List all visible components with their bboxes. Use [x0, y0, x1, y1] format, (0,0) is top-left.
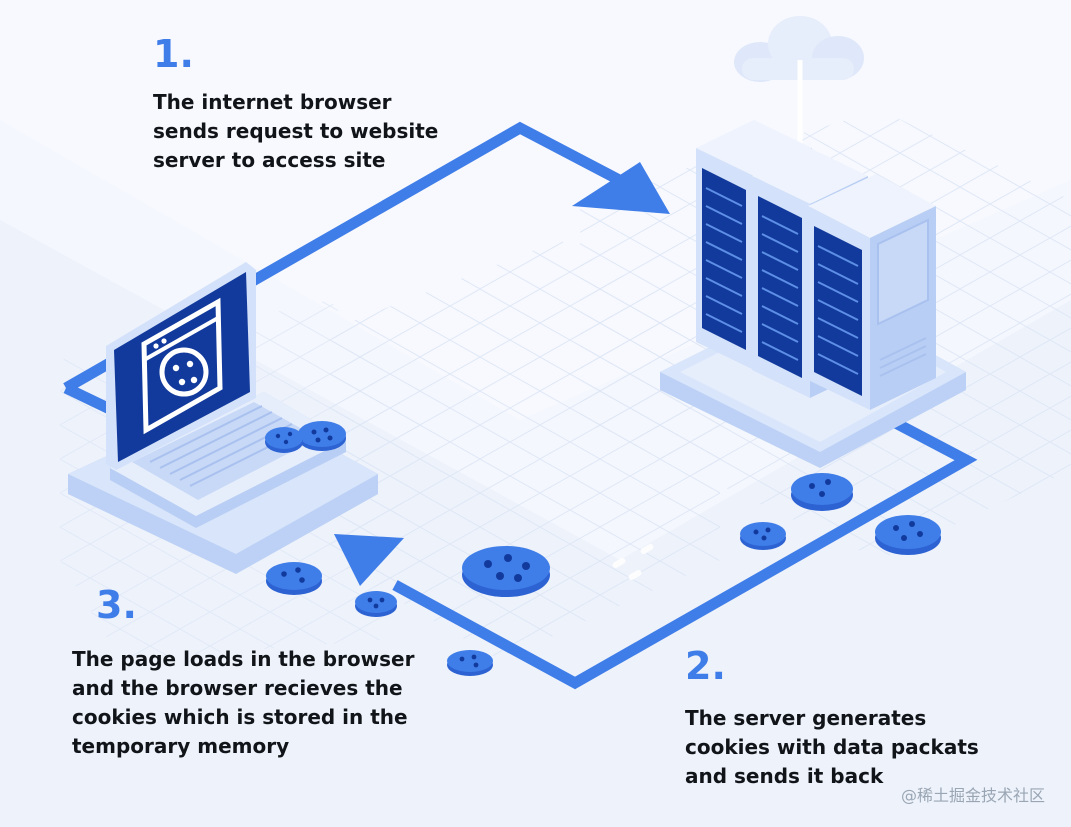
cookie-icon: [265, 427, 303, 453]
cookie-icon: [355, 591, 397, 617]
step-2-description: The server generates cookies with data p…: [685, 704, 979, 791]
step-1-line: sends request to website: [153, 119, 439, 143]
cookie-icon: [740, 522, 786, 550]
request-arrowhead: [572, 162, 670, 214]
crumb-decoration: [612, 544, 654, 580]
response-arrowhead: [334, 534, 404, 586]
cookie-icon: [875, 515, 941, 555]
step-2-line: cookies with data packats: [685, 735, 979, 759]
step-3-line: cookies which is stored in the: [72, 705, 408, 729]
watermark: @稀土掘金技术社区: [900, 786, 1045, 805]
step-3-number: 3.: [96, 583, 137, 627]
cookie-icon: [266, 562, 322, 595]
step-3-description: The page loads in the browser and the br…: [72, 645, 414, 761]
cookie-icon: [462, 546, 550, 597]
step-1-line: The internet browser: [153, 90, 392, 114]
cookie-icon: [447, 650, 493, 676]
step-3-line: and the browser recieves the: [72, 676, 403, 700]
step-2-number: 2.: [685, 644, 726, 688]
step-1-number: 1.: [153, 32, 194, 76]
cookie-icon: [791, 473, 853, 511]
server-rack-icon: [696, 120, 936, 410]
browser-cookie-icon: [141, 297, 223, 435]
step-1-description: The internet browser sends request to we…: [153, 88, 438, 175]
step-3-line: The page loads in the browser: [72, 647, 415, 671]
step-1-line: server to access site: [153, 148, 386, 172]
step-3-line: temporary memory: [72, 734, 290, 758]
response-path: [392, 415, 978, 690]
step-2-line: The server generates: [685, 706, 927, 730]
cookie-icon: [298, 421, 346, 451]
step-2-line: and sends it back: [685, 764, 884, 788]
server-rack-3: [808, 174, 936, 410]
